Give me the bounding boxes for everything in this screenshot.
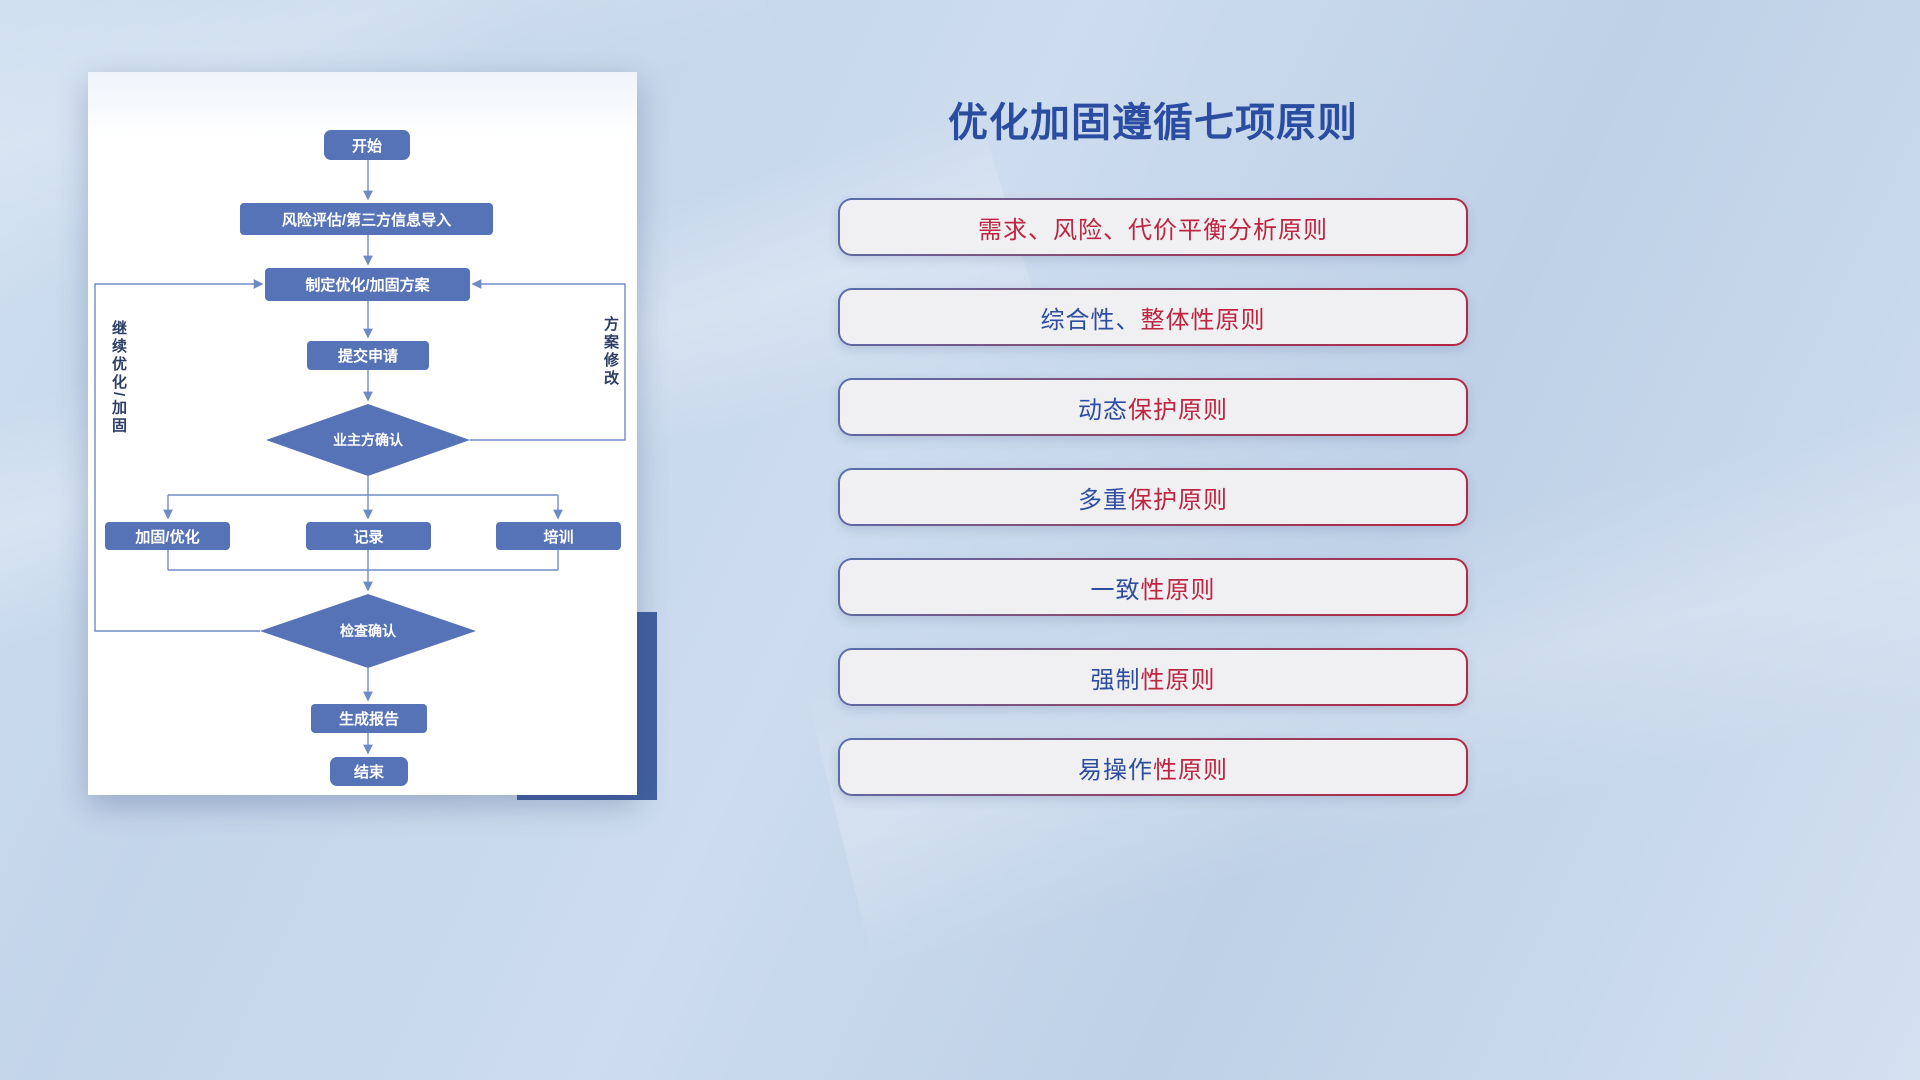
principle-text-segment: 保护原则 — [1128, 486, 1228, 514]
principle-text-segment: 动态 — [1078, 396, 1128, 424]
principles-list: 需求、风险、代价平衡分析原则综合性、整体性原则动态保护原则多重保护原则一致性原则… — [838, 198, 1468, 796]
flowchart-card: 开始 风险评估/第三方信息导入 制定优化/加固方案 提交申请 业主方确认 加固/… — [88, 72, 637, 795]
principle-text-segment: 一致 — [1090, 576, 1141, 604]
flow-node-end: 结束 — [330, 757, 408, 786]
flow-node-train: 培训 — [496, 522, 621, 550]
flow-node-make-plan: 制定优化/加固方案 — [265, 268, 470, 301]
principle-label: 易操作性原则 — [840, 740, 1466, 794]
flow-connectors — [94, 160, 626, 755]
principle-label: 综合性、整体性原则 — [840, 290, 1466, 344]
principle-box: 动态保护原则 — [838, 378, 1468, 436]
principle-text-segment: 需求、风险、代价平衡分析原则 — [978, 216, 1328, 244]
principle-box: 需求、风险、代价平衡分析原则 — [838, 198, 1468, 256]
principle-box: 综合性、整体性原则 — [838, 288, 1468, 346]
principle-text-segment: 强制 — [1090, 666, 1141, 694]
principle-text-segment: 易操作 — [1078, 756, 1153, 784]
flow-loop-label-right: 方案修改 — [602, 316, 619, 388]
principle-label: 需求、风险、代价平衡分析原则 — [840, 200, 1466, 254]
principle-text-segment: 性原则 — [1140, 666, 1216, 694]
flow-node-start: 开始 — [324, 130, 410, 160]
principle-box: 多重保护原则 — [838, 468, 1468, 526]
principle-text-segment: 性原则 — [1153, 756, 1228, 784]
principle-label: 一致性原则 — [840, 560, 1466, 614]
flow-node-submit: 提交申请 — [307, 341, 429, 370]
principle-label: 动态保护原则 — [840, 380, 1466, 434]
principle-label: 多重保护原则 — [840, 470, 1466, 524]
flow-node-report: 生成报告 — [311, 704, 427, 733]
principle-text-segment: 综合性、 — [1040, 306, 1141, 334]
flow-node-harden: 加固/优化 — [105, 522, 230, 550]
flow-node-record: 记录 — [306, 522, 431, 550]
flow-node-risk-import: 风险评估/第三方信息导入 — [240, 203, 493, 235]
principle-text-segment: 整体性原则 — [1140, 306, 1266, 334]
principle-box: 一致性原则 — [838, 558, 1468, 616]
principle-label: 强制性原则 — [840, 650, 1466, 704]
principle-text-segment: 性原则 — [1140, 576, 1216, 604]
flow-loop-label-left: 继续优化/加固 — [110, 320, 127, 436]
principle-text-segment: 多重 — [1078, 486, 1128, 514]
principle-text-segment: 保护原则 — [1128, 396, 1228, 424]
principle-box: 强制性原则 — [838, 648, 1468, 706]
page-title: 优化加固遵循七项原则 — [948, 101, 1358, 145]
principle-box: 易操作性原则 — [838, 738, 1468, 796]
